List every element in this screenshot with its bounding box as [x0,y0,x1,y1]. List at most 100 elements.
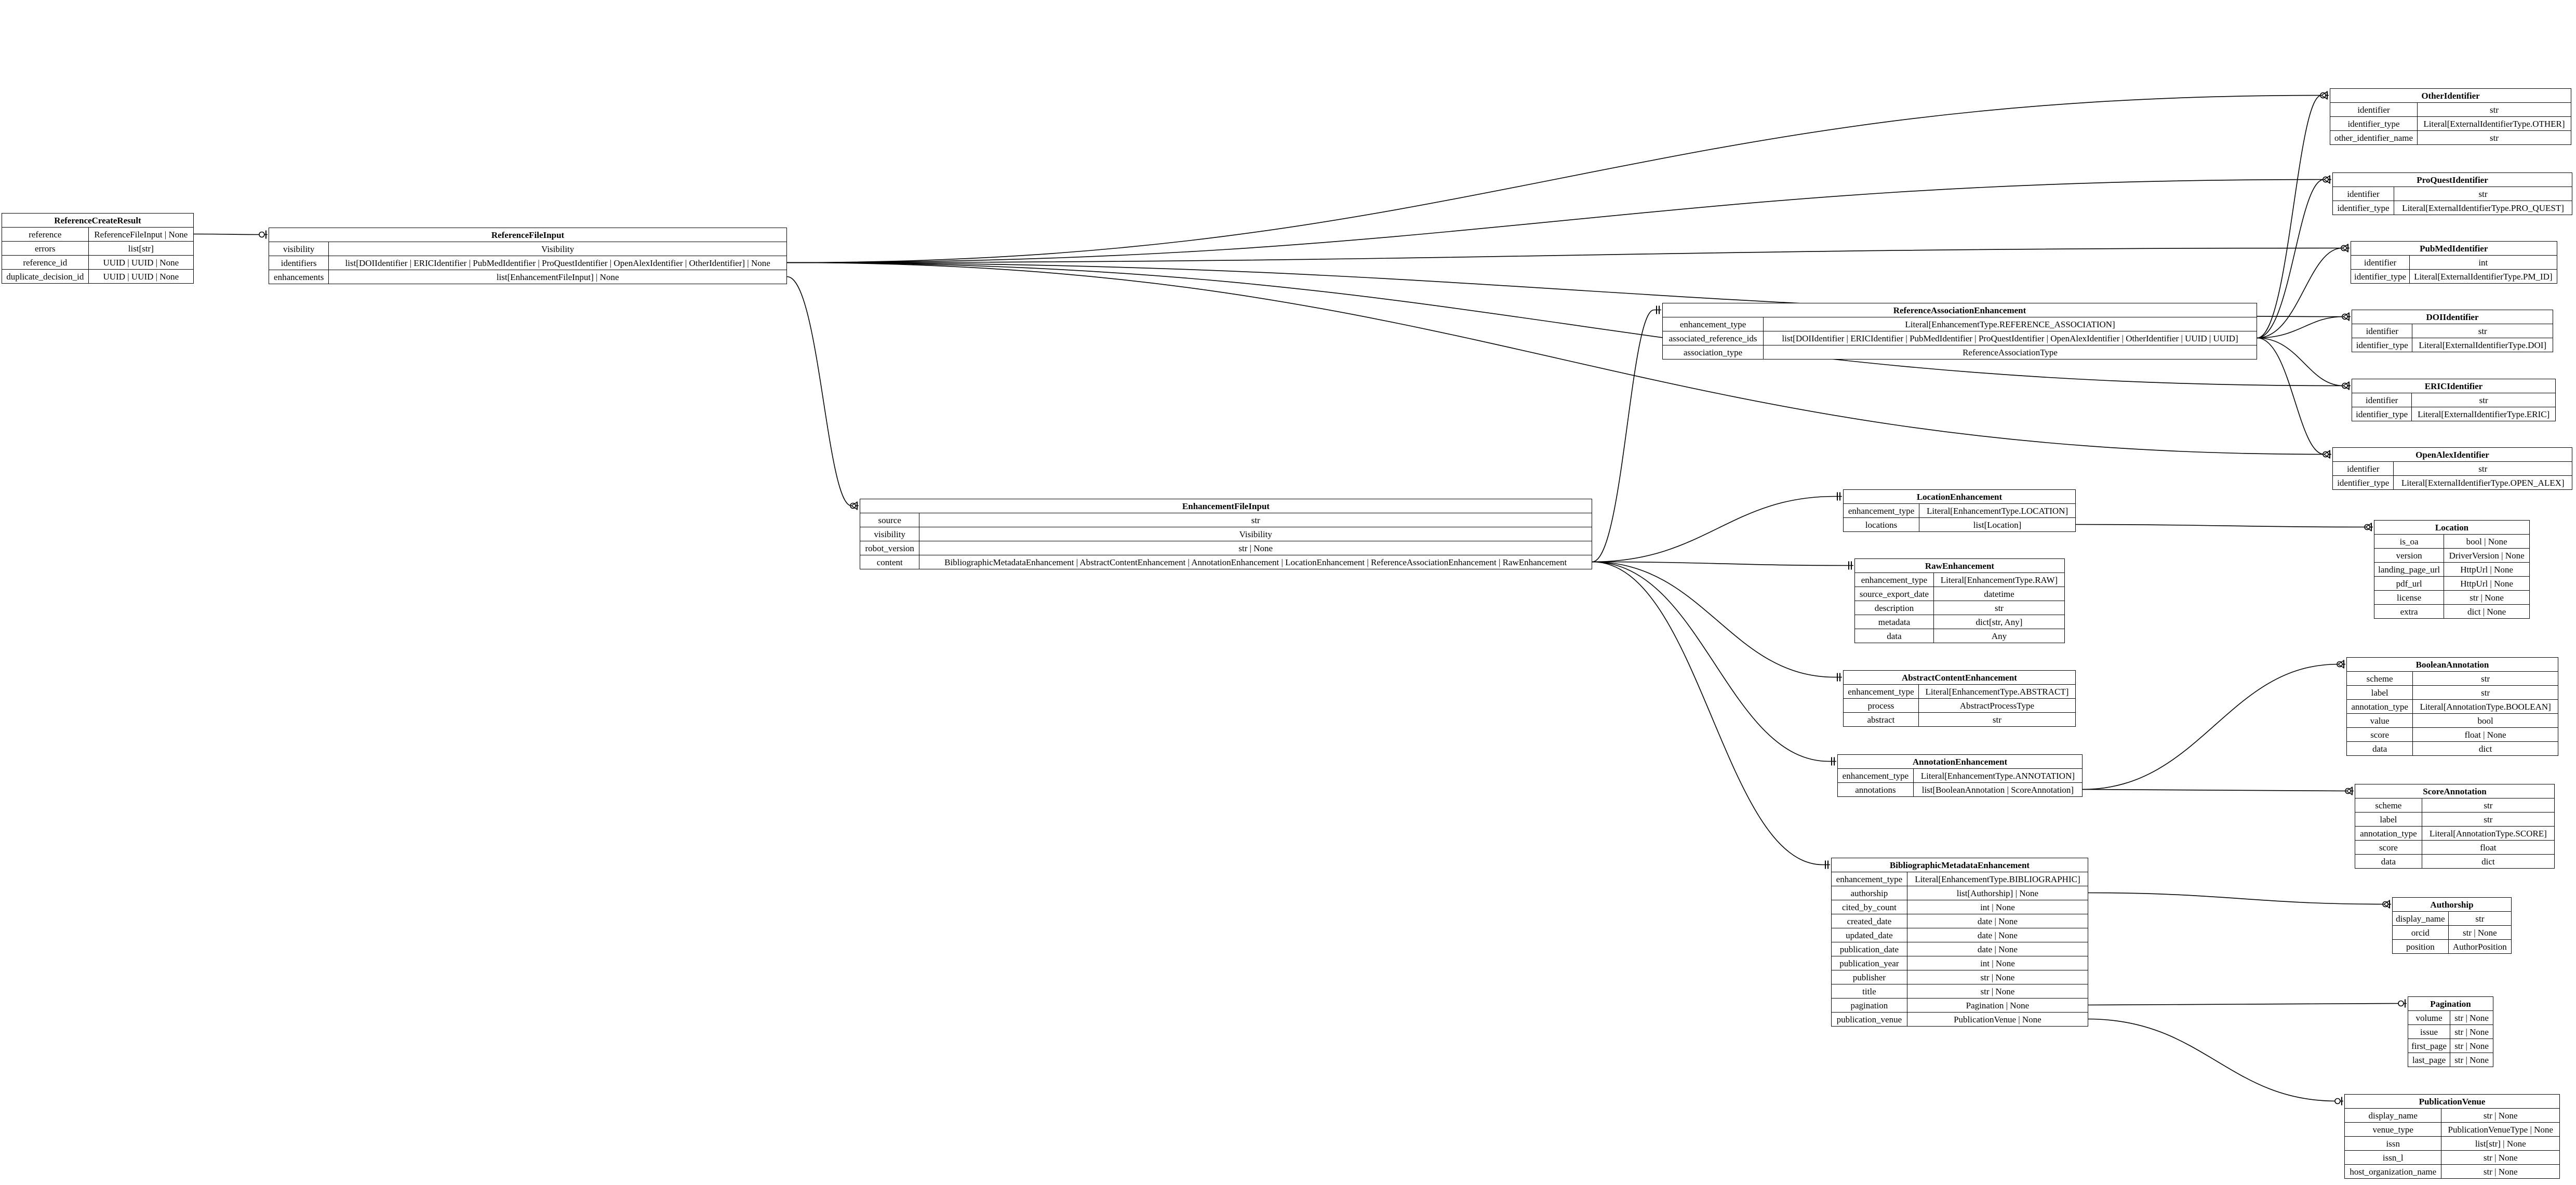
field-type: dict | None [2444,604,2530,619]
field-name: locations [1843,517,1920,532]
field-name: annotation_type [2346,699,2413,714]
field-type: list[Authorship] | None [1906,886,2089,900]
field-name: first_page [2407,1038,2451,1053]
field-name: identifiers [268,256,329,270]
field-type: bool | None [2444,534,2530,549]
field-type: str [2417,130,2572,145]
field-name: association_type [1662,345,1764,360]
field-type: PublicationVenueType | None [2441,1122,2560,1137]
entity-title: OpenAlexIdentifier [2332,447,2572,462]
entity-title: Pagination [2408,996,2493,1011]
field-type: Literal[EnhancementType.ANNOTATION] [1913,768,2083,783]
field-type: date | None [1906,914,2089,928]
field-name: orcid [2392,925,2449,940]
field-name: data [1854,629,1934,643]
relation-edge [786,262,2331,459]
field-type: int [2409,255,2557,270]
relation-edge [786,175,2331,263]
field-name: identifier_type [2330,116,2418,131]
relation-edge [1592,305,1661,563]
field-name: is_oa [2373,534,2445,549]
field-name: robot_version [859,541,920,555]
field-name: value [2346,713,2413,728]
field-type: str [919,513,1592,527]
field-type: Literal[EnhancementType.RAW] [1933,572,2065,587]
field-name: identifier_type [2332,475,2394,490]
relation-edge [786,244,2350,263]
entity-title: ScoreAnnotation [2355,784,2555,798]
field-type: Literal[AnnotationType.BOOLEAN] [2412,699,2558,714]
field-type: Any [1933,629,2065,643]
field-name: data [2346,741,2413,756]
relation-edge [1592,561,1830,869]
field-type: str | None [2444,590,2530,605]
field-type: int | None [1906,956,2089,970]
field-type: UUID | UUID | None [88,255,194,270]
field-type: str [2448,911,2512,926]
field-type: str [1918,712,2076,727]
field-type: Literal[ExternalIdentifierType.OPEN_ALEX… [2393,475,2572,490]
field-type: float | None [2412,727,2558,742]
field-type: str | None [1906,984,2089,998]
field-name: volume [2407,1010,2451,1025]
field-name: data [2355,854,2422,869]
relation-edge [2257,337,2331,459]
field-name: extra [2373,604,2445,619]
field-name: errors [2,241,89,256]
field-name: enhancement_type [1843,684,1919,699]
field-name: issn_l [2344,1150,2442,1165]
field-name: description [1854,601,1934,615]
field-type: str | None [2441,1108,2560,1123]
relation-edge [2257,312,2351,339]
field-type: list[Location] [1919,517,2076,532]
field-name: title [1831,984,1907,998]
field-name: display_name [2344,1108,2442,1123]
relation-edge [786,276,859,510]
field-type: HttpUrl | None [2444,576,2530,591]
field-type: Literal[ExternalIdentifierType.PRO_QUEST… [2393,201,2573,215]
field-name: associated_reference_ids [1662,331,1764,345]
field-name: pdf_url [2373,576,2445,591]
entity-title: AnnotationEnhancement [1837,754,2083,769]
field-name: license [2373,590,2445,605]
entity-title: BibliographicMetadataEnhancement [1831,858,2088,872]
